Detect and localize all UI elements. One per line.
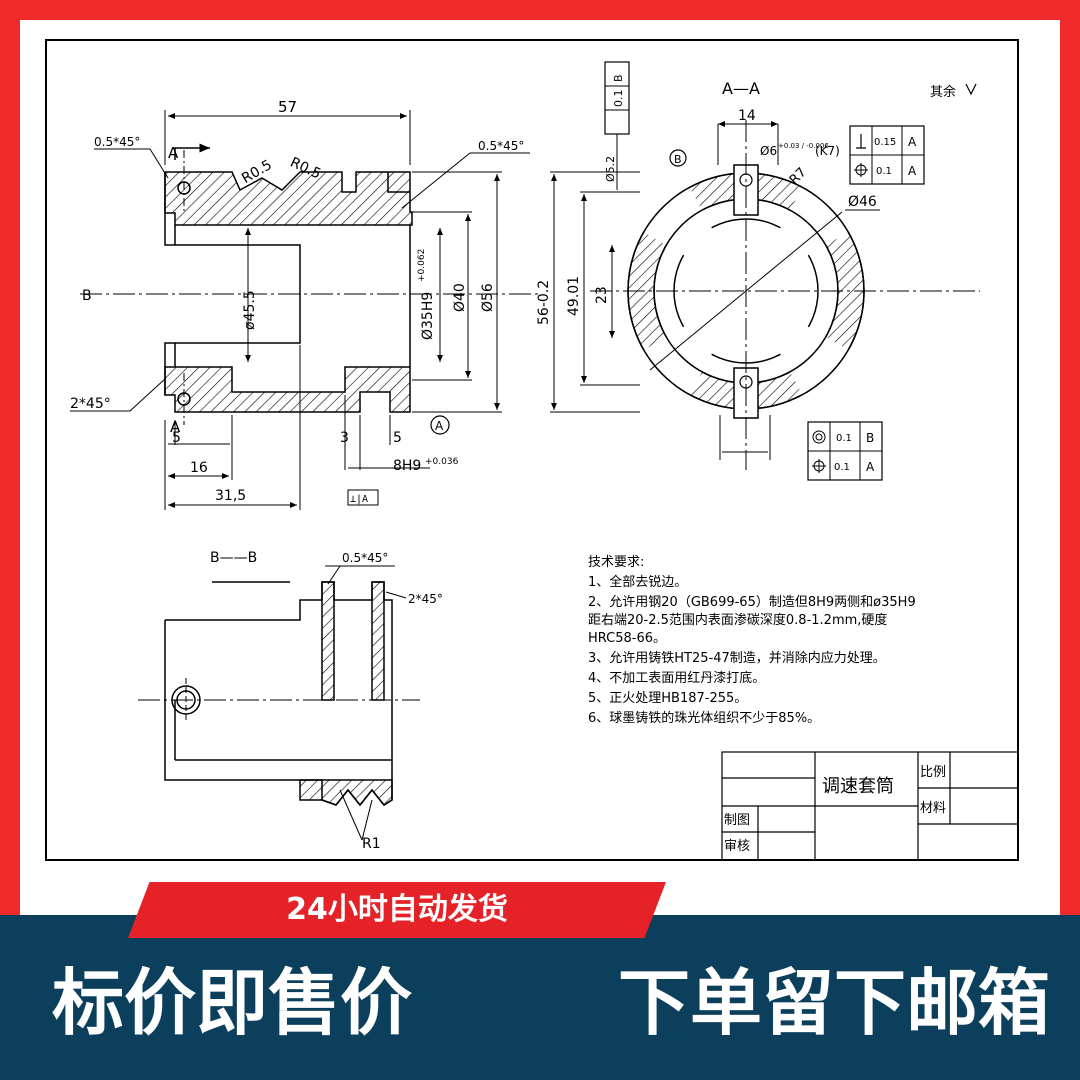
tech-line: 5、正火处理HB187-255。 — [588, 691, 747, 706]
radius-r1: R1 — [362, 836, 381, 852]
red-frame-top — [0, 0, 1080, 20]
svg-text:57: 57 — [278, 98, 297, 116]
dim-3: 3 — [340, 430, 349, 446]
tech-line: 4、不加工表面用红丹漆打底。 — [588, 670, 765, 686]
axis-label-b: B — [82, 288, 92, 304]
svg-text:A: A — [866, 460, 875, 474]
tech-line: HRC58-66。 — [588, 631, 666, 646]
dim-key-fit: (K7) — [815, 144, 840, 158]
title-block — [721, 751, 1019, 861]
ribbon-text: 24小时自动发货 — [286, 892, 508, 927]
promo-banner — [0, 915, 1080, 1080]
dim-56-0-2: 56-0.2 — [536, 280, 552, 325]
tech-title: 技术要求: — [588, 555, 644, 570]
checked-label: 审核 — [724, 839, 750, 854]
tolerance-frame-bottom: 0.1 B 0.1 A — [807, 421, 883, 481]
chamfer-top-right: 0.5*45° — [478, 139, 524, 153]
dim-14: 14 — [738, 108, 756, 124]
small-frame: ⊥|A — [350, 494, 368, 505]
datum-b-label: B — [674, 153, 682, 166]
dim-49-01: 49.01 — [566, 276, 582, 316]
email-note: 下单留下邮箱 — [618, 961, 1051, 1045]
svg-text:0.1: 0.1 — [834, 462, 850, 473]
dim-dia35h9-tol: +0.062 — [417, 249, 427, 282]
part-name: 调速套筒 — [822, 776, 894, 797]
price-note: 标价即售价 — [52, 961, 413, 1045]
tech-line: 距右端20-2.5范围内表面渗碳深度0.8-1.2mm,硬度 — [588, 612, 887, 628]
dim-key-dia6: Ø6 — [760, 144, 777, 158]
chamfer-bb: 0.5*45° — [342, 551, 388, 565]
datum-b-circle — [669, 149, 687, 167]
drawing-border — [45, 39, 1019, 861]
upper-wall-section — [164, 171, 413, 226]
other-surfaces-note: 其余 — [930, 84, 956, 100]
section-bb-view — [164, 581, 393, 807]
slot-frame — [347, 489, 379, 506]
svg-text:0.1: 0.1 — [876, 166, 892, 177]
section-aa-label: A—A — [722, 79, 760, 98]
dim-key-tol: +0.03 / -0.006 — [778, 142, 829, 150]
section-arrow-top — [174, 143, 210, 160]
drawn-label: 制图 — [724, 813, 750, 828]
dimension-57: 57 — [164, 98, 411, 165]
promo-ribbon — [128, 882, 666, 938]
vertical-tol-value: 0.1 — [612, 90, 625, 108]
dim-16: 16 — [190, 460, 208, 476]
chamfer-2x45: 2*45° — [70, 396, 111, 412]
scale-label: 比例 — [920, 765, 946, 780]
section-bb-label: B——B — [210, 550, 257, 566]
section-arrow-a-top: A — [168, 144, 179, 162]
dim-dia5-2: Ø5.2 — [604, 156, 617, 182]
tech-line: 6、球墨铸铁的珠光体组织不少于85%。 — [588, 710, 820, 726]
datum-a-circle — [430, 415, 450, 435]
tech-line: 3、允许用铸铁HT25-47制造，并消除内应力处理。 — [588, 650, 886, 666]
tech-line: 1、全部去锐边。 — [588, 574, 687, 590]
main-section-view — [164, 150, 413, 425]
vertical-tol-datum: B — [612, 74, 625, 82]
datum-a-label: A — [435, 419, 444, 433]
tech-requirements: 技术要求: 1、全部去锐边。 2、允许用钢20（GB699-65）制造但8H9两… — [588, 555, 916, 726]
dim-slot-8h9-tol: +0.036 — [425, 457, 459, 467]
tolerance-frame-top-right: 0.15 A 0.1 A — [849, 125, 925, 185]
material-label: 材料 — [920, 801, 946, 816]
dim-31-5: 31,5 — [215, 488, 246, 504]
svg-text:0.15: 0.15 — [874, 137, 896, 148]
dim-dia35h9: Ø35H9 — [420, 292, 436, 340]
dim-slot-8h9: 8H9 — [393, 458, 421, 474]
svg-text:A: A — [908, 135, 917, 149]
svg-text:B: B — [866, 431, 874, 445]
chamfer-top-left: 0.5*45° — [94, 135, 140, 149]
roughness-symbol — [965, 83, 977, 96]
tech-line: 2、允许用钢20（GB699-65）制造但8H9两侧和ø35H9 — [588, 594, 916, 610]
red-frame-left — [0, 0, 20, 1080]
dim-5-right: 5 — [393, 430, 402, 446]
dim-dia45-5: ø45.5 — [242, 290, 258, 330]
red-frame-right — [1060, 0, 1080, 1080]
svg-text:A: A — [908, 164, 917, 178]
dim-dia56: Ø56 — [480, 283, 496, 312]
dim-dia46: Ø46 — [848, 194, 877, 210]
dim-5-left: 5 — [172, 430, 181, 446]
chamfer-2-bb: 2*45° — [408, 592, 443, 606]
dim-dia40: Ø40 — [452, 283, 468, 312]
dim-23: 23 — [594, 286, 610, 304]
svg-text:0.1: 0.1 — [836, 433, 852, 444]
lower-wall-section — [164, 366, 411, 413]
